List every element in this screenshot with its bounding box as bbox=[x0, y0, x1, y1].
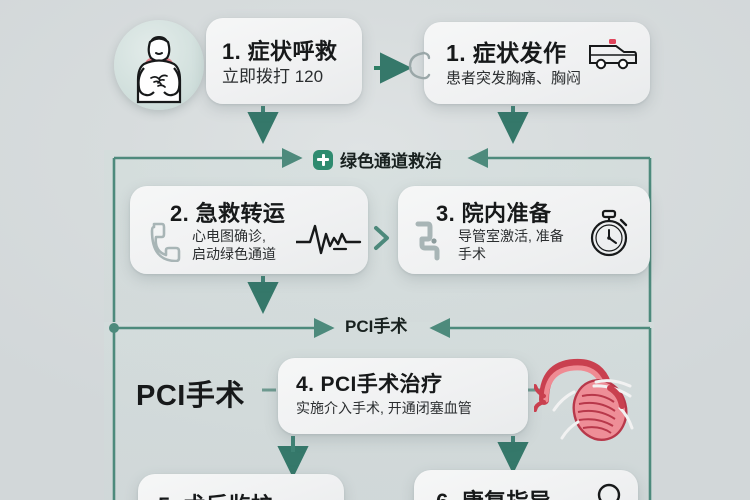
subtitle-line-1: 导管室激活, 准备 bbox=[458, 228, 564, 244]
step-card-title: 1. 症状发作 bbox=[446, 40, 567, 66]
loop-icon bbox=[404, 48, 434, 87]
step-card-subtitle: 导管室激活, 准备 手术 bbox=[458, 228, 578, 264]
person-chest-pain-icon bbox=[114, 20, 204, 110]
step-card-subtitle: 立即拨打 120 bbox=[222, 67, 324, 86]
step-card-title: 1. 症状呼救 bbox=[222, 39, 338, 64]
coronary-artery-icon bbox=[533, 348, 646, 459]
subtitle-line-1: 心电图确诊, bbox=[192, 228, 266, 244]
ecg-wave-icon bbox=[294, 222, 364, 261]
step-card-title: 3. 院内准备 bbox=[436, 201, 552, 226]
step-card-emergency-transport[interactable]: 2. 急救转运 心电图确诊, 启动绿色通道 bbox=[130, 186, 368, 274]
step-card-subtitle: 心电图确诊, 启动绿色通道 bbox=[192, 228, 276, 264]
medical-cross-icon bbox=[313, 149, 333, 170]
step-card-symptom-onset[interactable]: 1. 症状发作 患者突发胸痛、胸闷 bbox=[424, 22, 650, 104]
ambulance-icon bbox=[588, 38, 638, 77]
pci-band-label-text: PCI手术 bbox=[345, 317, 408, 336]
pci-section-heading: PCI手术 bbox=[136, 380, 245, 412]
step-card-rehab-guidance[interactable]: 6. 康复指导 bbox=[414, 470, 638, 500]
pci-band-label: PCI手术 bbox=[345, 312, 407, 337]
step-card-pci-treatment[interactable]: 4. PCI手术治疗 实施介入手术, 开通闭塞血管 bbox=[278, 358, 528, 434]
stopwatch-icon bbox=[584, 206, 636, 265]
step-card-subtitle: 患者突发胸痛、胸闷 bbox=[446, 70, 582, 87]
step-card-symptom-call[interactable]: 1. 症状呼救 立即拨打 120 bbox=[206, 18, 362, 104]
subtitle-line-2: 手术 bbox=[458, 245, 486, 262]
subtitle-line-2: 启动绿色通道 bbox=[192, 245, 276, 262]
step-card-subtitle: 实施介入手术, 开通闭塞血管 bbox=[296, 400, 472, 416]
magnifier-icon bbox=[596, 482, 630, 500]
step-card-title: 5. 术后监护 bbox=[158, 488, 273, 500]
green-channel-label-text: 绿色通道救治 bbox=[340, 152, 442, 171]
step-card-post-op-monitoring[interactable]: 5. 术后监护 bbox=[138, 474, 344, 500]
phone-call-icon bbox=[142, 218, 186, 267]
phone-call-icon bbox=[408, 218, 452, 267]
green-channel-label: 绿色通道救治 bbox=[313, 147, 442, 172]
step-card-title: 6. 康复指导 bbox=[436, 484, 551, 500]
step-card-title: 2. 急救转运 bbox=[170, 201, 286, 226]
step-card-title: 4. PCI手术治疗 bbox=[296, 373, 443, 396]
